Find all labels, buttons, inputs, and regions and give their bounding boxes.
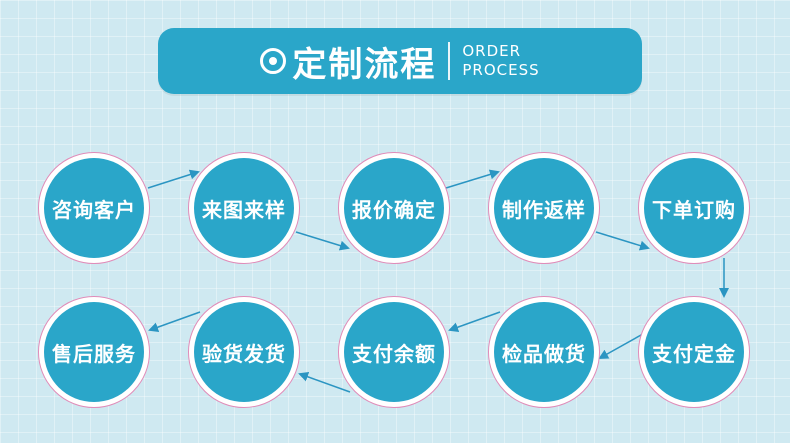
step-label: 制作返样: [502, 197, 586, 222]
step-consult-customer: 咨询客户: [38, 152, 150, 264]
step-label: 验货发货: [202, 341, 286, 366]
step-label: 检品做货: [502, 341, 586, 366]
step-after-sales: 售后服务: [38, 296, 150, 408]
subtitle-line-2: PROCESS: [462, 61, 540, 79]
title-divider: [448, 42, 451, 80]
step-label: 售后服务: [52, 341, 136, 366]
arrow-2-to-3: [295, 231, 350, 251]
arrow-9-to-10: [148, 311, 201, 332]
title-banner: 定制流程 ORDER PROCESS: [158, 28, 642, 94]
subtitle-line-1: ORDER: [462, 42, 522, 60]
step-label: 咨询客户: [52, 197, 136, 222]
step-make-return-sample: 制作返样: [488, 152, 600, 264]
title-subtitle: ORDER PROCESS: [462, 42, 539, 80]
arrow-7-to-8: [448, 311, 501, 332]
step-inspect-ship: 验货发货: [188, 296, 300, 408]
step-label: 下单订购: [652, 197, 736, 222]
target-circle-icon: [260, 48, 287, 74]
step-send-drawing-sample: 来图来样: [188, 152, 300, 264]
step-place-order: 下单订购: [638, 152, 750, 264]
step-quote-confirm: 报价确定: [338, 152, 450, 264]
step-pay-balance: 支付余额: [338, 296, 450, 408]
arrow-4-to-5: [595, 231, 650, 251]
arrow-1-to-2: [147, 169, 200, 189]
arrow-3-to-4: [445, 169, 500, 189]
step-inspect-produce: 检品做货: [488, 296, 600, 408]
page-title: 定制流程: [292, 44, 437, 85]
step-label: 来图来样: [202, 197, 286, 222]
step-label: 报价确定: [352, 197, 436, 222]
step-label: 支付定金: [652, 341, 736, 366]
step-label: 支付余额: [352, 341, 436, 366]
step-pay-deposit: 支付定金: [638, 296, 750, 408]
arrow-8-to-9: [298, 372, 351, 393]
